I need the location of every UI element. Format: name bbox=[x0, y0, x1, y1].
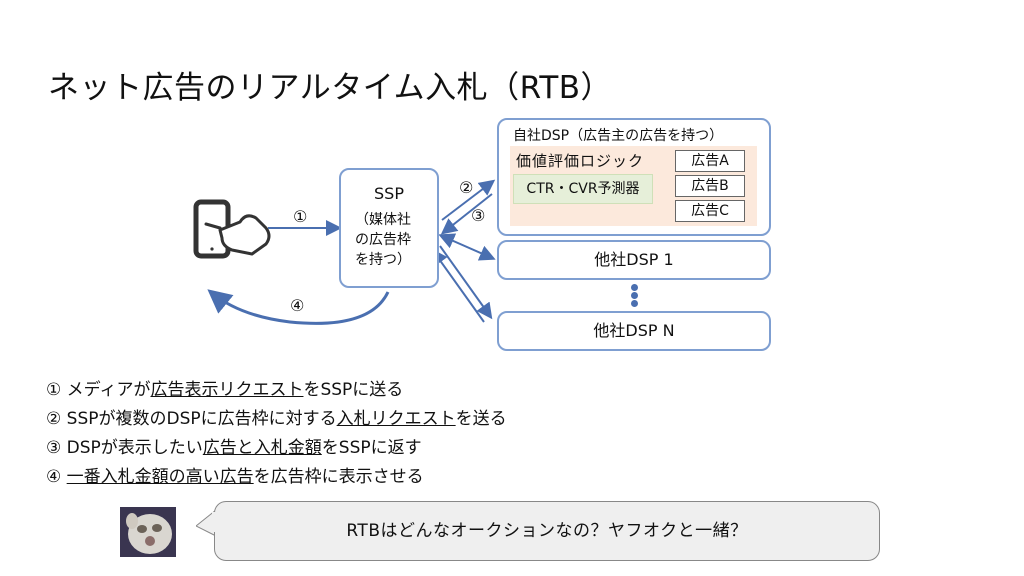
step-text: をSSPに送る bbox=[303, 380, 404, 400]
step-item: ④ 一番入札金額の高い広告を広告枠に表示させる bbox=[46, 462, 424, 487]
ad-b: 広告B bbox=[675, 175, 745, 197]
marker-step-1: ① bbox=[293, 207, 308, 226]
arrow-step-3 bbox=[440, 193, 493, 235]
step-keyword: 広告表示リクエスト bbox=[150, 380, 304, 400]
ssp-title: SSP bbox=[374, 184, 404, 203]
step-text: メディアが bbox=[61, 380, 151, 400]
smartphone-tap-icon bbox=[193, 199, 271, 259]
speech-bubble: RTBはどんなオークションなの？ヤフオクと一緒？ bbox=[214, 501, 880, 561]
ellipsis-dot bbox=[631, 292, 638, 299]
marker-step-3: ③ bbox=[471, 206, 486, 225]
ssp-subtitle: （媒体社 の広告枠 を持つ） bbox=[355, 212, 411, 268]
step-text: を送る bbox=[455, 409, 507, 429]
ssp-box: SSP （媒体社 の広告枠 を持つ） bbox=[339, 168, 439, 288]
dsp-self-label: 自社DSP（広告主の広告を持つ） bbox=[513, 128, 724, 144]
bubble-tail bbox=[196, 510, 217, 537]
ctr-cvr-predictor: CTR・CVR予測器 bbox=[513, 174, 653, 204]
marker-step-4: ④ bbox=[290, 296, 305, 315]
ad-a: 広告A bbox=[675, 150, 745, 172]
marker-step-2: ② bbox=[459, 178, 474, 197]
value-logic-label: 価値評価ロジック bbox=[516, 152, 645, 170]
page-title: ネット広告のリアルタイム入札（RTB） bbox=[48, 70, 613, 106]
step-text: をSSPに返す bbox=[321, 438, 422, 458]
step-text: を広告枠に表示させる bbox=[253, 467, 424, 487]
ad-c: 広告C bbox=[675, 200, 745, 222]
step-keyword: 一番入札金額の高い広告 bbox=[66, 467, 254, 487]
arrow-dsp-n-in bbox=[431, 248, 485, 323]
bubble-tail-join bbox=[212, 512, 218, 532]
step-num: ① bbox=[46, 380, 62, 400]
step-num: ③ bbox=[46, 438, 62, 458]
ellipsis-dot bbox=[631, 300, 638, 307]
arrow-step-4 bbox=[207, 289, 390, 325]
arrow-step-2 bbox=[441, 179, 496, 221]
arrow-dsp-n-out bbox=[439, 245, 493, 320]
arrow-dsp-1 bbox=[438, 233, 496, 261]
step-item: ① メディアが広告表示リクエストをSSPに送る bbox=[46, 375, 403, 400]
step-num: ② bbox=[46, 409, 62, 429]
step-item: ② SSPが複数のDSPに広告枠に対する入札リクエストを送る bbox=[46, 404, 507, 429]
step-text: SSPが複数のDSPに広告枠に対する bbox=[61, 409, 337, 429]
step-keyword: 広告と入札金額 bbox=[202, 438, 322, 458]
step-keyword: 入札リクエスト bbox=[336, 409, 456, 429]
step-num: ④ bbox=[46, 467, 62, 487]
step-item: ③ DSPが表示したい広告と入札金額をSSPに返す bbox=[46, 433, 422, 458]
ellipsis-dot bbox=[631, 284, 638, 291]
cat-avatar bbox=[120, 507, 176, 557]
step-text: DSPが表示したい bbox=[61, 438, 203, 458]
dsp-other-n: 他社DSP N bbox=[497, 311, 771, 351]
dsp-other-1: 他社DSP 1 bbox=[497, 240, 771, 280]
